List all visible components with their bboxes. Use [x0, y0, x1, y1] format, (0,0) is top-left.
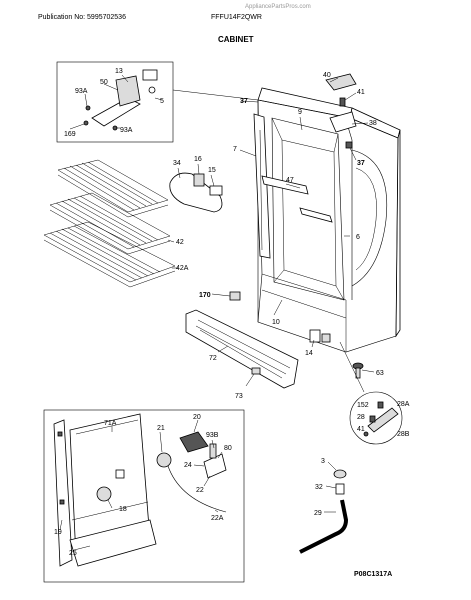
callout-22a: 22A: [211, 515, 224, 522]
inset-leader-line: [172, 89, 259, 101]
bottom-hinge-assembly: [363, 401, 399, 437]
inset-box-hinge: [56, 61, 174, 143]
callout-9: 9: [298, 109, 302, 116]
callout-42: 42: [176, 239, 184, 246]
callout-40: 40: [323, 72, 331, 79]
callout-6: 6: [356, 234, 360, 241]
callout-20: 20: [193, 414, 201, 421]
leveling-leg: [352, 362, 364, 379]
callout-152: 152: [357, 402, 369, 409]
inset-box-back-panel: [43, 409, 245, 583]
callout-15: 15: [208, 167, 216, 174]
fan-motor-assembly: [156, 431, 227, 513]
callout-28a: 28A: [397, 401, 410, 408]
callout-29: 29: [314, 510, 322, 517]
callout-3: 3: [321, 458, 325, 465]
callout-5: 5: [160, 98, 164, 105]
callout-72: 72: [209, 355, 217, 362]
callout-47: 47: [286, 177, 294, 184]
callout-73: 73: [235, 393, 243, 400]
callout-16: 16: [194, 156, 202, 163]
callout-93a-bottom: 93A: [120, 127, 133, 134]
callout-37-right: 37: [357, 160, 365, 167]
callout-19: 19: [54, 529, 62, 536]
callout-28b: 28B: [397, 431, 410, 438]
callout-93b: 93B: [206, 432, 219, 439]
watermark: AppliancePartsPros.com: [245, 4, 311, 10]
cabinet-body: [257, 87, 401, 353]
kick-plate-grille: [185, 309, 299, 389]
callout-18: 18: [119, 506, 127, 513]
callout-169: 169: [64, 131, 76, 138]
callout-32: 32: [315, 484, 323, 491]
callout-93a-top: 93A: [75, 88, 88, 95]
callout-38: 38: [369, 120, 377, 127]
callout-170: 170: [199, 292, 211, 299]
control-housing: [169, 172, 223, 213]
callout-24: 24: [184, 462, 192, 469]
drain-part-14: [309, 329, 321, 343]
callout-21: 21: [157, 425, 165, 432]
section-title: CABINET: [218, 35, 254, 44]
callout-50: 50: [100, 79, 108, 86]
callout-63: 63: [376, 370, 384, 377]
wire-shelves: [43, 159, 176, 288]
callout-71a: 71A: [104, 420, 117, 427]
callout-41-bottom: 41: [357, 426, 365, 433]
callout-34: 34: [173, 160, 181, 167]
callout-37-top: 37: [240, 98, 248, 105]
hinge-parts: [325, 73, 357, 149]
callout-25: 25: [69, 550, 77, 557]
shelf-support-rail: [261, 175, 333, 223]
drain-hose-assembly: [299, 469, 349, 554]
callout-80: 80: [224, 445, 232, 452]
publication-number: Publication No: 5995702536: [38, 14, 126, 21]
bracket-170: [229, 291, 241, 301]
callout-7: 7: [233, 146, 237, 153]
callout-28: 28: [357, 414, 365, 421]
bottom-panel-25: [69, 519, 157, 567]
side-bracket: [53, 419, 73, 567]
callout-41-top: 41: [357, 89, 365, 96]
callout-14: 14: [305, 350, 313, 357]
upper-hinge-assembly: [83, 69, 158, 131]
door-gasket-strips: [253, 113, 271, 259]
callout-42a: 42A: [176, 265, 189, 272]
callout-22: 22: [196, 487, 204, 494]
callout-10: 10: [272, 319, 280, 326]
model-number: FFFU14F2QWR: [211, 14, 262, 21]
figure-code: P08C1317A: [354, 571, 392, 578]
callout-13: 13: [115, 68, 123, 75]
bottom-hinge-detail-circle: [349, 391, 403, 445]
